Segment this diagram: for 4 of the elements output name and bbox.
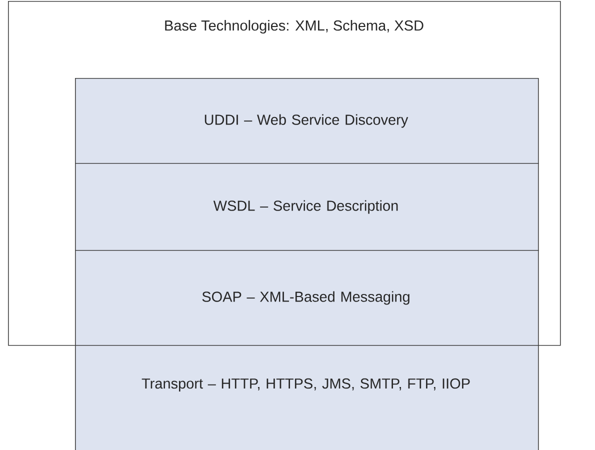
layer-box: SOAP – XML-Based Messaging	[75, 250, 539, 346]
layer-box: WSDL – Service Description	[75, 162, 539, 251]
layer-box: UDDI – Web Service Discovery	[75, 78, 539, 164]
layer-box: Transport – HTTP, HTTPS, JMS, SMTP, FTP, IIOP	[75, 344, 539, 450]
